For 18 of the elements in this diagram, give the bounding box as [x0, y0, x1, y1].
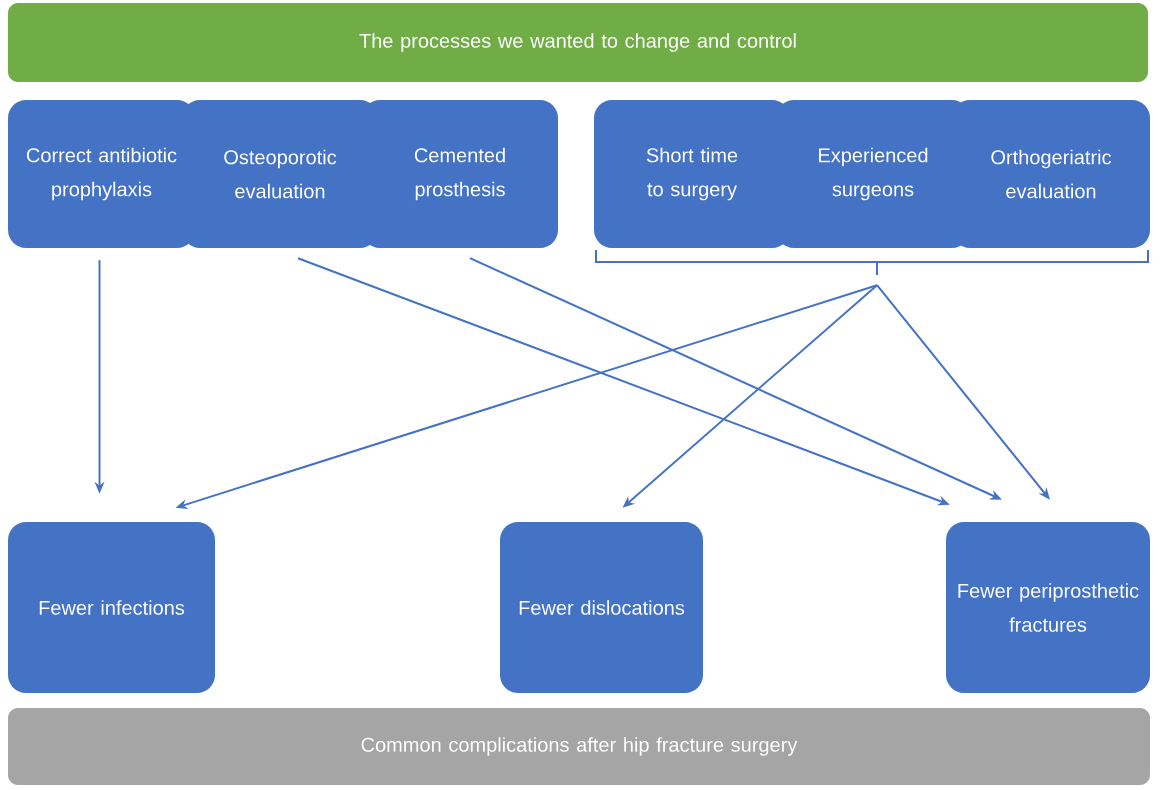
- process-box: Orthogeriatric evaluation: [952, 100, 1150, 248]
- node-label: Osteoporotic evaluation: [224, 149, 337, 199]
- outcome-box: Fewer infections: [8, 522, 215, 693]
- process-box: Osteoporotic evaluation: [182, 100, 378, 248]
- header-band: The processes we wanted to change and control: [8, 3, 1148, 82]
- node-label: Correct antibiotic prophylaxis: [26, 147, 177, 201]
- node-label: Short time to surgery: [646, 147, 738, 201]
- node-label: Orthogeriatric evaluation: [991, 149, 1112, 199]
- node-label: Experienced surgeons: [819, 147, 928, 201]
- process-box: Short time to surgery: [594, 100, 790, 248]
- bracket: [595, 249, 1149, 276]
- node-label: Cemented prosthesis: [414, 147, 505, 201]
- process-box: Correct antibiotic prophylaxis: [8, 100, 195, 248]
- footer-band: Common complications after hip fracture surgery: [8, 708, 1150, 785]
- process-box: Experienced surgeons: [776, 100, 970, 248]
- outcome-box: Fewer dislocations: [500, 522, 703, 693]
- process-box: Cemented prosthesis: [362, 100, 558, 248]
- outcome-box: Fewer periprosthetic fractures: [946, 522, 1150, 693]
